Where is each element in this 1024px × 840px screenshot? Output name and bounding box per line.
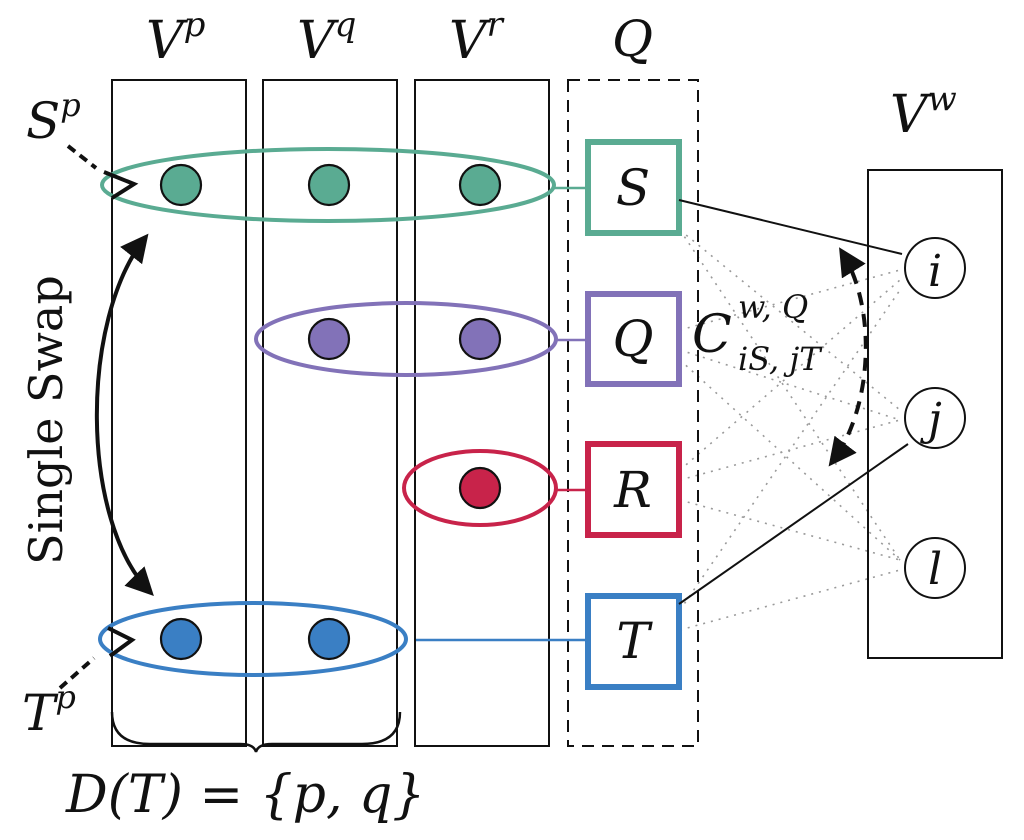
single-swap-arrow bbox=[94, 233, 154, 597]
sp-pointer-head bbox=[103, 170, 139, 200]
cost-swap-arrow bbox=[828, 247, 868, 467]
node-s-q bbox=[307, 163, 351, 207]
column-vr bbox=[414, 79, 550, 747]
node-t-p bbox=[159, 617, 203, 661]
dt-underbrace bbox=[110, 711, 402, 753]
solid-link-t-j bbox=[678, 443, 909, 605]
box-r bbox=[585, 441, 682, 538]
node-q-r bbox=[458, 317, 502, 361]
tp-pointer-head bbox=[107, 626, 136, 658]
box-t bbox=[585, 593, 682, 690]
node-t-q bbox=[307, 617, 351, 661]
single-swap-label: Single Swap bbox=[19, 275, 73, 565]
header-vq: Vq bbox=[297, 5, 356, 71]
box-q-label: Q bbox=[613, 310, 654, 368]
column-vw bbox=[867, 169, 1003, 659]
group-s-ellipse bbox=[100, 147, 556, 223]
dt-formula: D(T) = {p, q} bbox=[65, 765, 425, 825]
header-vp: Vp bbox=[146, 5, 205, 71]
vw-node-j bbox=[904, 387, 966, 449]
group-q-ellipse bbox=[254, 301, 558, 377]
box-r-label: R bbox=[613, 461, 652, 519]
vw-node-l bbox=[904, 537, 966, 599]
label-tp: Tp bbox=[22, 678, 76, 742]
box-s bbox=[585, 139, 682, 236]
label-sp: Sp bbox=[26, 86, 81, 150]
vw-node-i bbox=[904, 237, 966, 299]
node-q-q bbox=[307, 317, 351, 361]
tp-pointer bbox=[58, 656, 96, 690]
vw-node-l-label: l bbox=[928, 544, 942, 595]
node-s-p bbox=[159, 163, 203, 207]
group-r-ellipse bbox=[402, 449, 558, 527]
column-vp bbox=[111, 79, 247, 747]
group-t-ellipse bbox=[98, 601, 408, 677]
column-q bbox=[567, 79, 699, 747]
solid-link-s-i bbox=[678, 199, 903, 255]
cost-label-sup: w, Q bbox=[738, 288, 808, 326]
column-vq bbox=[262, 79, 398, 747]
sp-pointer bbox=[66, 144, 98, 170]
node-s-r bbox=[458, 163, 502, 207]
box-s-label: S bbox=[616, 159, 650, 217]
cost-label: C bbox=[692, 305, 732, 365]
cost-label-sub: iS, jT bbox=[738, 340, 823, 378]
node-r-r bbox=[458, 466, 502, 510]
box-t-label: T bbox=[616, 612, 653, 670]
header-q: Q bbox=[612, 10, 653, 68]
header-vr: Vr bbox=[449, 5, 505, 71]
vw-node-i-label: i bbox=[928, 246, 942, 297]
header-vw: Vw bbox=[890, 79, 957, 145]
box-q bbox=[585, 291, 682, 387]
